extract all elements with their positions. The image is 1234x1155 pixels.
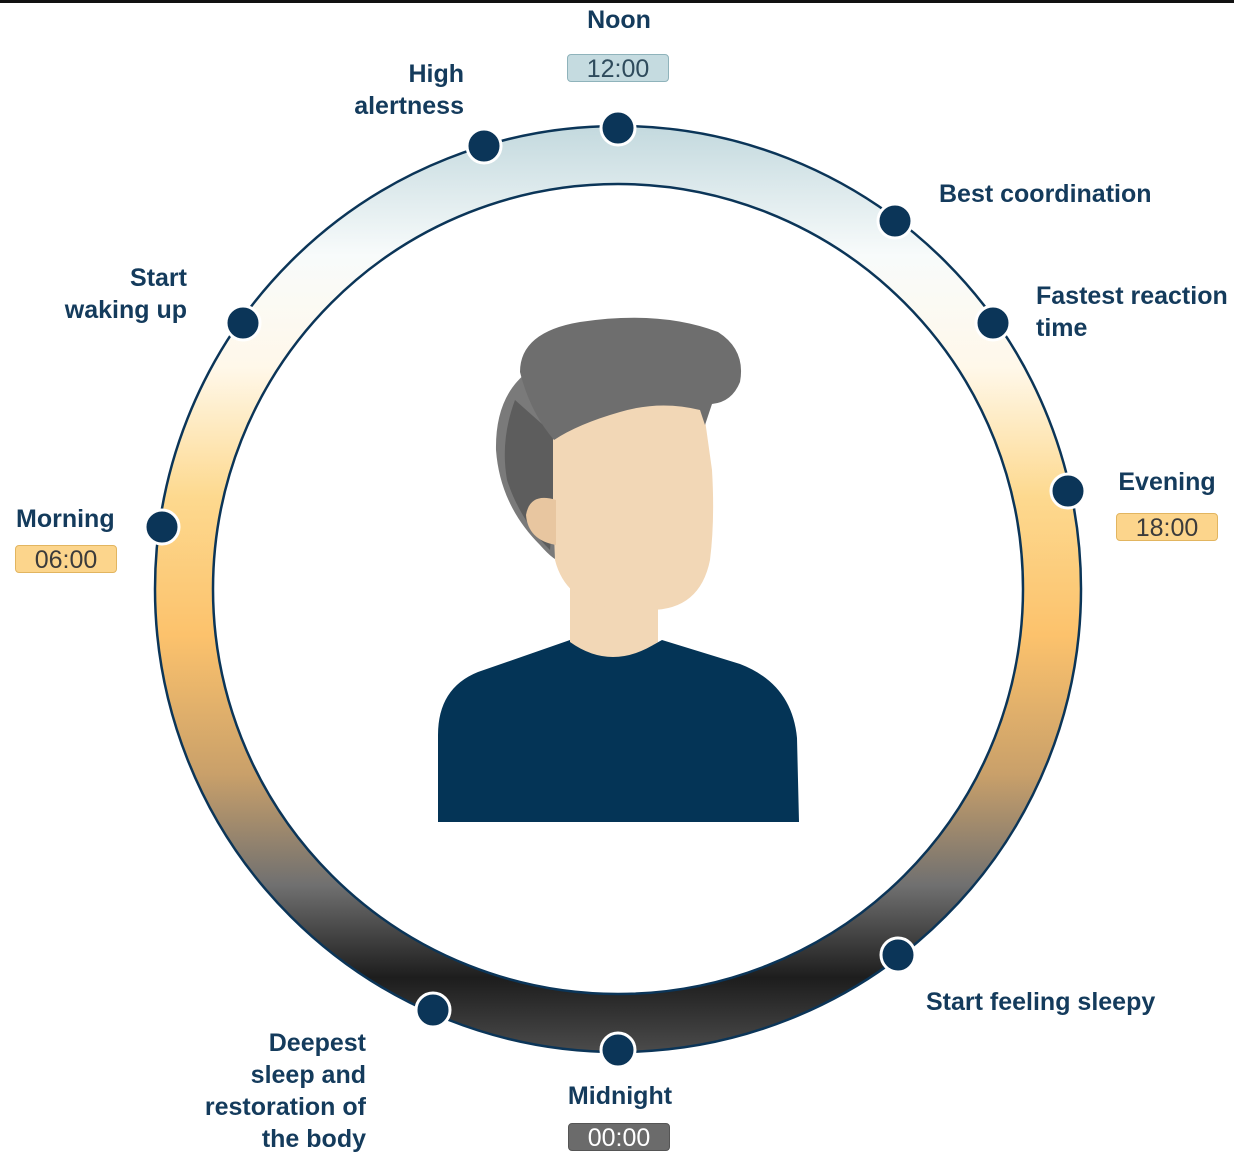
label-line: Start — [130, 264, 187, 292]
person-hair-top — [520, 317, 742, 440]
ring-gradient-band — [155, 126, 1081, 1052]
label-line: time — [1036, 314, 1088, 342]
person-shirt — [438, 640, 799, 822]
label-morning: Morning — [16, 503, 115, 535]
time-badge-midnight: 00:00 — [568, 1123, 670, 1152]
dot-high-alertness — [465, 127, 503, 165]
label-line: Midnight — [567, 1082, 673, 1110]
label-line: waking up — [64, 296, 187, 324]
person-face — [552, 377, 714, 610]
label-midnight: Midnight — [560, 1080, 680, 1112]
person-icon — [438, 317, 799, 822]
time-badge-noon: 12:00 — [567, 54, 669, 83]
label-line: restoration of — [204, 1093, 366, 1121]
label-start-waking: Start waking up — [40, 262, 187, 326]
dot-fastest-reaction — [974, 304, 1012, 342]
label-line: Best coordination — [939, 180, 1152, 208]
dot-noon — [599, 109, 637, 147]
event-dots — [143, 109, 1087, 1069]
top-border — [0, 0, 1234, 3]
label-best-coordination: Best coordination — [939, 178, 1152, 210]
label-line: Start feeling sleepy — [926, 988, 1156, 1016]
dot-midnight — [599, 1031, 637, 1069]
label-line: alertness — [354, 92, 464, 120]
dot-best-coordination — [876, 202, 914, 240]
dot-start-sleepy — [879, 936, 917, 974]
person-ear — [526, 497, 556, 545]
dot-start-waking — [224, 304, 262, 342]
label-noon: Noon — [568, 4, 670, 36]
label-line: High — [408, 60, 464, 88]
dot-deepest-sleep — [414, 991, 452, 1029]
label-high-alertness: High alertness — [330, 58, 464, 122]
label-line: Morning — [16, 505, 115, 533]
label-line: Fastest reaction — [1036, 282, 1228, 310]
label-line: sleep and — [250, 1061, 366, 1089]
label-evening: Evening — [1116, 466, 1218, 498]
label-line: Deepest — [268, 1029, 366, 1057]
label-noon-text: Noon — [587, 6, 651, 34]
label-deepest-sleep: Deepest sleep and restoration of the bod… — [180, 1027, 366, 1155]
label-line: Evening — [1118, 468, 1216, 496]
label-fastest-reaction: Fastest reaction time — [1036, 280, 1228, 344]
dot-evening — [1049, 472, 1087, 510]
time-badge-evening: 18:00 — [1116, 513, 1218, 542]
label-line: the body — [261, 1125, 366, 1153]
time-badge-morning: 06:00 — [15, 545, 117, 574]
dot-morning — [143, 508, 181, 546]
label-start-sleepy: Start feeling sleepy — [926, 986, 1155, 1018]
